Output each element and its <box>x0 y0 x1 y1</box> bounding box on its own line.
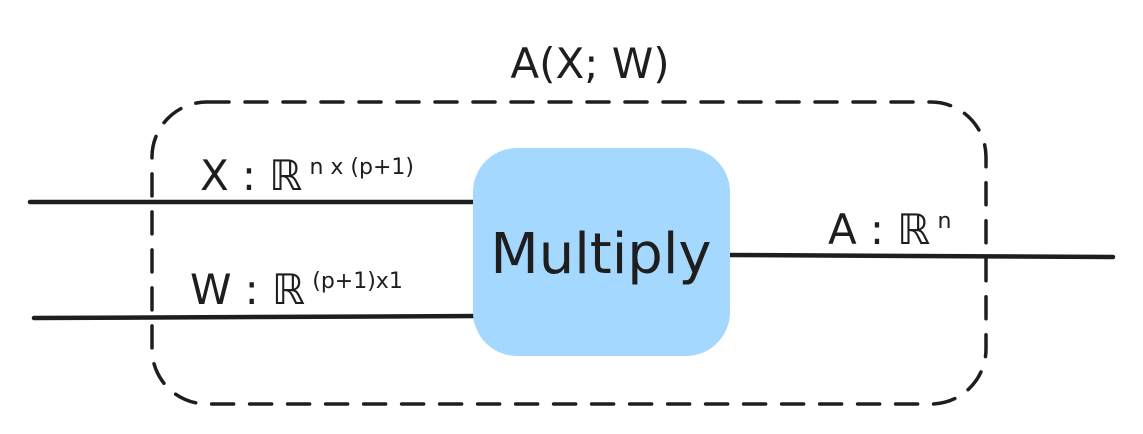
input-w-space: ℝ <box>272 265 305 314</box>
input-x-space: ℝ <box>269 151 302 200</box>
output-a-space: ℝ <box>897 205 930 254</box>
input-w-name: W <box>190 265 232 314</box>
output-wire-a <box>725 252 1116 260</box>
multiply-node <box>473 148 730 356</box>
input-x-dims: n x (p+1) <box>309 155 414 180</box>
output-a-dims: n <box>937 209 951 234</box>
input-label-x: X : ℝ n x (p+1) <box>200 151 414 200</box>
output-a-sep: : <box>870 205 884 254</box>
input-x-sep: : <box>242 151 256 200</box>
output-label-a: A : ℝ n <box>828 205 951 254</box>
function-title: A(X; W) <box>510 39 669 88</box>
input-x-name: X <box>200 151 229 200</box>
input-w-sep: : <box>245 265 259 314</box>
input-wire-w <box>31 313 483 321</box>
input-w-dims: (p+1)x1 <box>312 269 403 294</box>
multiply-node-label: Multiply <box>490 222 711 287</box>
output-a-name: A <box>828 205 857 254</box>
input-label-w: W : ℝ (p+1)x1 <box>190 265 403 314</box>
function-boundary <box>150 100 988 406</box>
